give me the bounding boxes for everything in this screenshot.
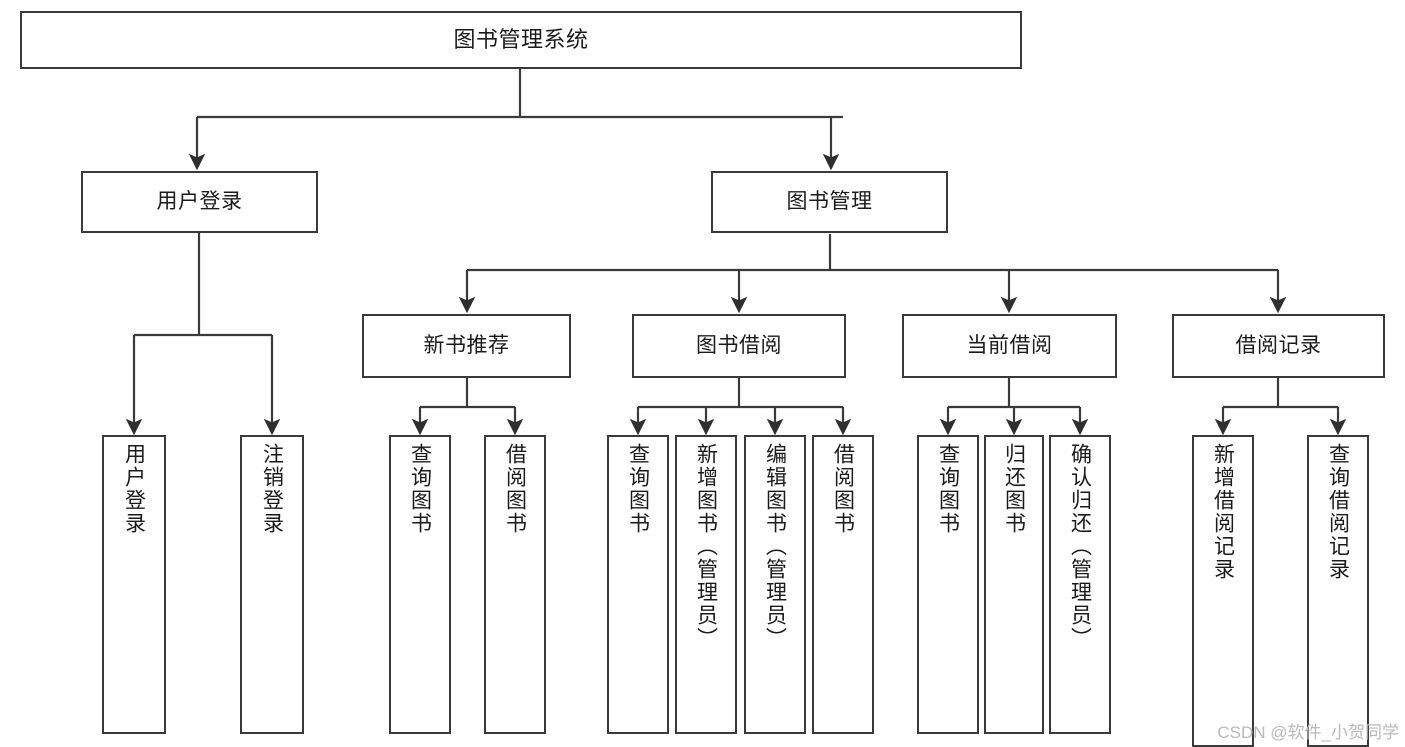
node-leaf-confirm-return-label: 确认归还（管理员） <box>1068 443 1092 650</box>
node-leaf-borrow-book-1-label: 借阅图书 <box>503 443 527 535</box>
node-leaf-query-record-label: 查询借阅记录 <box>1326 443 1350 581</box>
node-leaf-borrow-book-1[interactable]: 借阅图书 <box>484 435 546 734</box>
node-borrow-record-label: 借阅记录 <box>1235 333 1322 357</box>
node-leaf-add-record-label: 新增借阅记录 <box>1211 443 1235 581</box>
node-leaf-user-login-label: 用户登录 <box>122 443 146 535</box>
node-new-book-rec[interactable]: 新书推荐 <box>362 314 571 378</box>
node-leaf-user-login[interactable]: 用户登录 <box>102 435 166 734</box>
node-leaf-add-book-label: 新增图书（管理员） <box>694 443 718 650</box>
node-current-borrow-label: 当前借阅 <box>966 333 1053 357</box>
node-leaf-borrow-book-2[interactable]: 借阅图书 <box>812 435 874 734</box>
node-root-label: 图书管理系统 <box>453 27 589 53</box>
node-leaf-query-record[interactable]: 查询借阅记录 <box>1307 435 1369 747</box>
node-user-login-label: 用户登录 <box>156 189 243 213</box>
csdn-watermark: CSDN @软件_小贺同学 <box>1217 723 1399 742</box>
node-user-login[interactable]: 用户登录 <box>81 171 318 233</box>
node-leaf-add-record[interactable]: 新增借阅记录 <box>1192 435 1254 747</box>
node-new-book-rec-label: 新书推荐 <box>423 333 510 357</box>
node-leaf-query-book-3[interactable]: 查询图书 <box>917 435 979 734</box>
node-leaf-query-book-1[interactable]: 查询图书 <box>389 435 451 734</box>
node-book-manage-label: 图书管理 <box>786 189 873 213</box>
node-borrow-record[interactable]: 借阅记录 <box>1172 314 1385 378</box>
node-leaf-return-book-label: 归还图书 <box>1002 443 1026 535</box>
node-leaf-add-book[interactable]: 新增图书（管理员） <box>675 435 737 734</box>
node-book-borrow[interactable]: 图书借阅 <box>632 314 846 378</box>
node-leaf-confirm-return[interactable]: 确认归还（管理员） <box>1049 435 1111 734</box>
node-book-borrow-label: 图书借阅 <box>696 333 782 357</box>
node-book-manage[interactable]: 图书管理 <box>711 171 948 233</box>
node-leaf-query-book-2[interactable]: 查询图书 <box>607 435 669 734</box>
node-leaf-query-book-3-label: 查询图书 <box>936 443 960 535</box>
node-leaf-query-book-1-label: 查询图书 <box>408 443 432 535</box>
node-leaf-user-logout[interactable]: 注销登录 <box>240 435 304 734</box>
node-leaf-user-logout-label: 注销登录 <box>260 443 284 535</box>
node-leaf-edit-book-label: 编辑图书（管理员） <box>763 443 787 650</box>
node-current-borrow[interactable]: 当前借阅 <box>902 314 1117 378</box>
node-leaf-query-book-2-label: 查询图书 <box>626 443 650 535</box>
node-leaf-edit-book[interactable]: 编辑图书（管理员） <box>744 435 806 734</box>
node-leaf-borrow-book-2-label: 借阅图书 <box>831 443 855 535</box>
node-root[interactable]: 图书管理系统 <box>20 11 1022 69</box>
node-leaf-return-book[interactable]: 归还图书 <box>984 435 1044 734</box>
